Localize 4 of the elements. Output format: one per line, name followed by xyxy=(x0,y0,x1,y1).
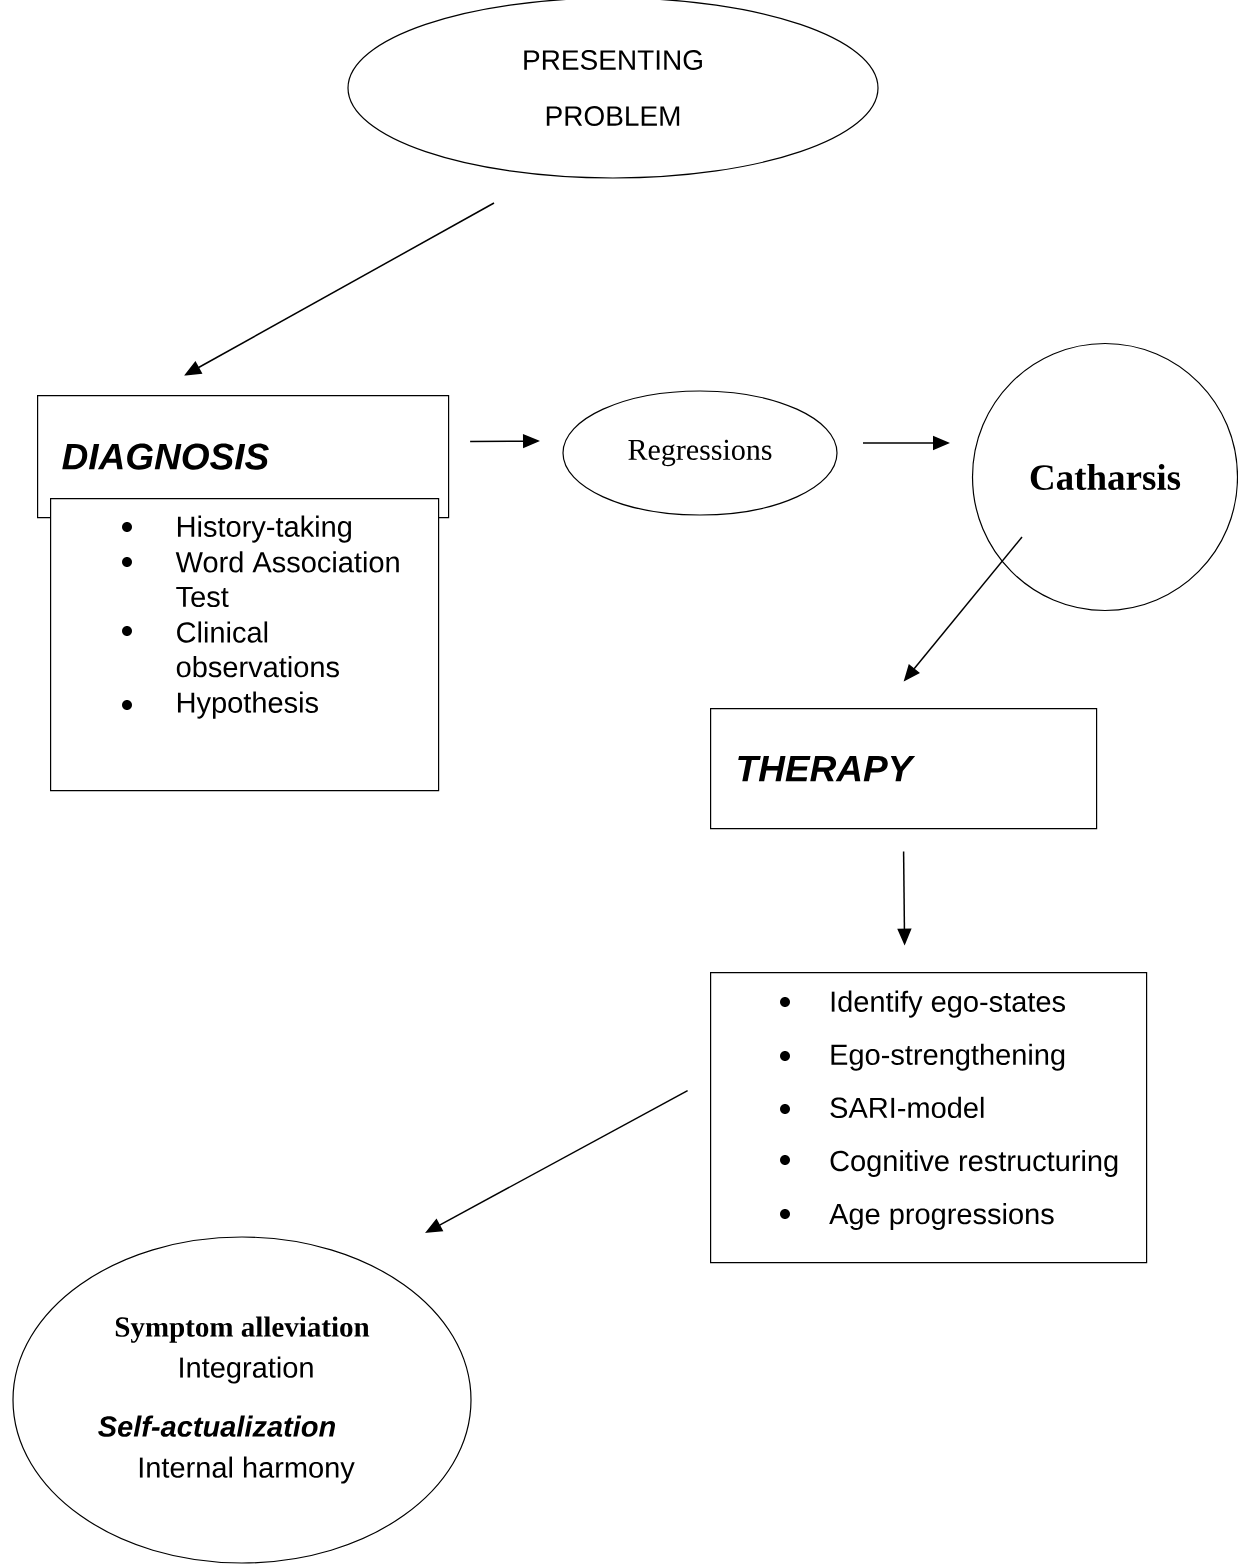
oval: Symptom alleviation Integration Self-actualization Internal harmony xyxy=(12,1236,472,1564)
heading-box: THERAPY xyxy=(710,708,1098,830)
list-box: Identify ego-states Ego-strengthening SARI-model Cognitive restructuring Age progressions xyxy=(710,972,1148,1264)
oval: Regressions xyxy=(562,390,838,516)
